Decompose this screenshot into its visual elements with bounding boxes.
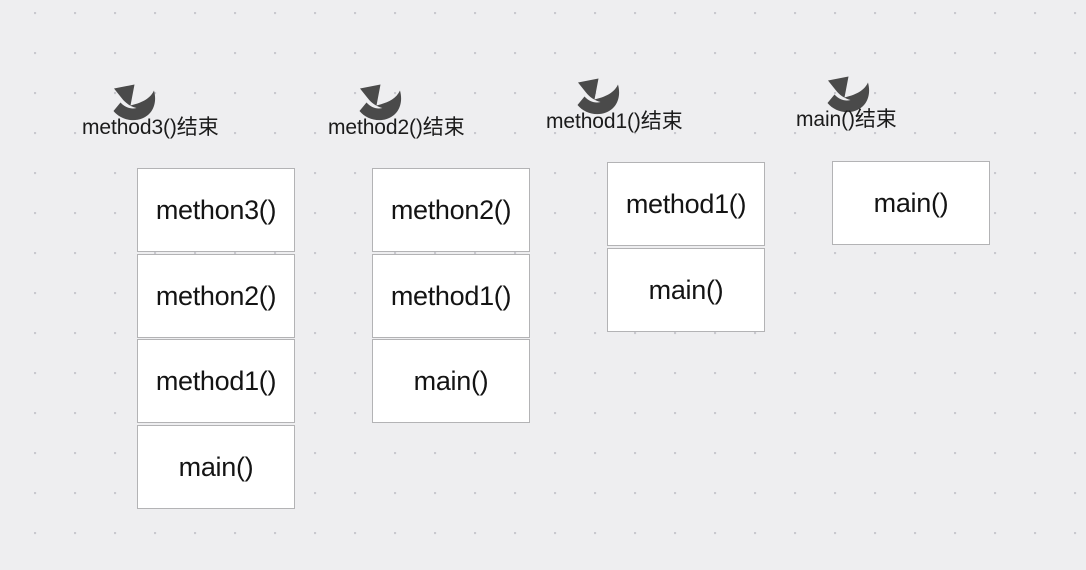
frame-label: method1() xyxy=(625,189,747,219)
frame-label: method1() xyxy=(155,366,277,396)
frame-label: methon2() xyxy=(390,195,512,225)
stack-4-label: main()结束 xyxy=(796,108,897,131)
frame-label: main() xyxy=(178,451,254,482)
stack-3-frames: method1() main() xyxy=(607,162,765,332)
stack-1-label: method3()结束 xyxy=(82,116,219,139)
stack-frame[interactable]: method1() xyxy=(372,253,530,338)
stack-frame[interactable]: methon2() xyxy=(137,253,295,338)
stack-frame[interactable]: methon3() xyxy=(137,168,295,252)
stack-frame[interactable]: main() xyxy=(607,247,765,332)
frame-label: main() xyxy=(648,274,724,305)
frame-label: methon3() xyxy=(155,195,277,225)
stack-1-frames: methon3() methon2() method1() main() xyxy=(137,168,295,509)
stack-frame[interactable]: methon2() xyxy=(372,168,530,252)
frame-label: main() xyxy=(413,366,489,396)
stack-frame[interactable]: main() xyxy=(372,339,530,423)
stack-frame[interactable]: main() xyxy=(832,161,990,245)
frame-label: methon2() xyxy=(155,280,277,311)
stack-2-label: method2()结束 xyxy=(328,116,465,139)
stack-3-label: method1()结束 xyxy=(546,110,683,133)
stack-frame[interactable]: method1() xyxy=(607,162,765,246)
stack-frame[interactable]: method1() xyxy=(137,339,295,423)
frame-label: main() xyxy=(873,188,949,218)
stack-2-frames: methon2() method1() main() xyxy=(372,168,530,423)
frame-label: method1() xyxy=(390,280,512,311)
stack-frame[interactable]: main() xyxy=(137,424,295,509)
stack-4-frames: main() xyxy=(832,161,990,245)
